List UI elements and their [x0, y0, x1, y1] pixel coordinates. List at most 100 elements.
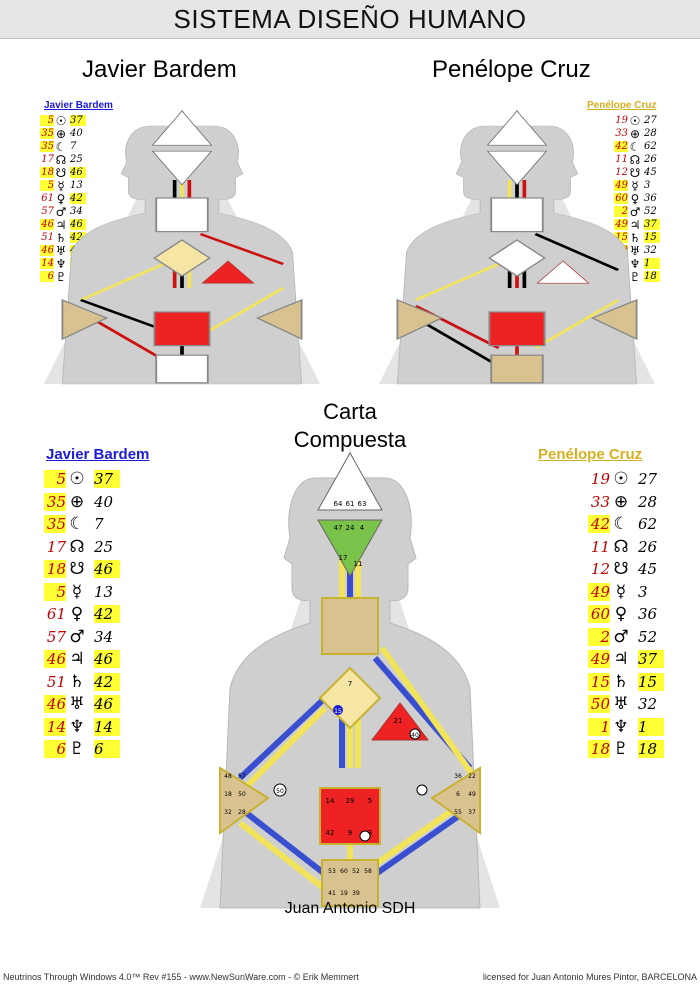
person-a-small-label: Javier Bardem: [44, 100, 113, 111]
person-a-name: Javier Bardem: [82, 56, 237, 83]
planet-row: 49☿3: [588, 581, 664, 604]
personality-gate: 37: [94, 470, 120, 489]
planet-icon: ♅: [69, 694, 85, 715]
design-gate: 12: [615, 167, 628, 178]
personality-gate: 37: [638, 650, 664, 669]
planet-row: 19☉27: [588, 468, 664, 491]
planet-row: 5☉37: [40, 113, 86, 128]
solar-plexus-center: [430, 766, 481, 835]
person-b-small-label: Penélope Cruz: [587, 100, 657, 111]
channel: [79, 263, 165, 301]
planet-icon: ♃: [629, 217, 641, 232]
planet-icon: ♄: [69, 671, 85, 692]
root-center: [321, 859, 379, 907]
planet-row: 35⊕40: [40, 127, 86, 141]
gate-label: 60: [340, 868, 348, 875]
head-center: [151, 110, 213, 146]
gate-label: 42: [326, 829, 335, 837]
planet-icon: ⊕: [69, 491, 85, 512]
gate-label: 11: [354, 560, 363, 568]
personality-gate: 62: [638, 515, 658, 534]
planet-row: 46♃46: [40, 218, 86, 232]
design-gate: 50: [588, 695, 610, 714]
personality-gate: 18: [644, 271, 660, 282]
gate-label: 47: [334, 524, 343, 532]
personality-gate: 18: [638, 740, 664, 759]
planet-icon: ☋: [629, 165, 641, 180]
personality-gate: 27: [644, 115, 657, 126]
planet-icon: ♅: [629, 243, 641, 258]
planet-row: 11☊26: [614, 153, 660, 167]
planet-row: 49☿3: [614, 178, 660, 193]
personality-gate: 7: [70, 141, 77, 152]
personality-gate: 42: [94, 605, 120, 624]
design-gate: 46: [44, 695, 66, 714]
planet-icon: ☿: [631, 178, 639, 193]
gate-label: 21: [394, 717, 403, 725]
channel: [238, 820, 332, 896]
planet-row: 14♆14: [44, 716, 120, 739]
design-gate: 42: [614, 141, 628, 152]
personality-gate: 26: [638, 537, 658, 556]
gate-marker: [416, 784, 428, 796]
gate-label: 37: [468, 809, 476, 816]
planet-icon: ♀: [614, 604, 628, 625]
gate-label: 40: [411, 732, 419, 739]
personality-gate: 37: [644, 219, 660, 230]
design-gate: 2: [588, 627, 610, 646]
planet-icon: ☾: [69, 514, 85, 535]
gate-label: 6: [456, 791, 460, 798]
planet-row: 1♆1: [588, 716, 664, 739]
personality-gate: 46: [94, 560, 120, 579]
person-a-big-label: Javier Bardem: [46, 446, 150, 463]
planet-icon: ♅: [613, 694, 629, 715]
design-gate: 15: [588, 672, 610, 691]
design-gate: 49: [614, 219, 628, 230]
planet-row: 15♄15: [614, 231, 660, 245]
planet-row: 19☉27: [614, 113, 660, 128]
planet-icon: ♇: [613, 739, 629, 760]
person-a-bodygraph: [44, 108, 320, 385]
gate-label: 48: [224, 773, 232, 780]
gate-label: 53: [328, 868, 336, 875]
design-gate: 6: [44, 740, 66, 759]
planet-icon: ♆: [55, 256, 67, 271]
personality-gate: 40: [94, 492, 114, 511]
ego-center: [201, 260, 255, 284]
design-gate: 33: [590, 492, 610, 511]
planet-icon: ♄: [613, 671, 629, 692]
gate-label: 36: [454, 773, 462, 780]
personality-gate: 36: [644, 193, 657, 204]
ego-center: [536, 260, 590, 284]
gate-marker: [273, 783, 287, 797]
design-gate: 5: [44, 582, 66, 601]
personality-gate: 46: [94, 695, 120, 714]
design-gate: 15: [614, 232, 628, 243]
personality-gate: 14: [94, 717, 120, 736]
personality-gate: 15: [644, 232, 660, 243]
person-b-bodygraph: [379, 108, 655, 385]
planet-icon: ♂: [69, 626, 85, 647]
design-gate: 60: [614, 193, 628, 204]
design-gate: 51: [46, 672, 66, 691]
g-center: [488, 239, 546, 277]
planet-icon: ☉: [55, 113, 67, 128]
planet-row: 35⊕40: [44, 491, 120, 514]
planet-icon: ☋: [69, 559, 85, 580]
throat-center: [490, 197, 544, 233]
personality-gate: 28: [644, 128, 657, 139]
planet-icon: ☉: [613, 469, 629, 490]
gate-label: 49: [468, 791, 476, 798]
planet-icon: ☉: [629, 113, 641, 128]
planet-row: 46♃46: [44, 648, 120, 671]
planet-row: 51♄42: [44, 671, 120, 694]
personality-gate: 45: [638, 560, 658, 579]
planet-icon: ☾: [629, 139, 641, 154]
planet-icon: ☊: [55, 152, 67, 167]
personality-gate: 34: [70, 206, 83, 217]
gate-label: 7: [348, 680, 352, 688]
gate-label: 9: [348, 829, 352, 837]
planet-row: 57♂34: [40, 205, 86, 219]
